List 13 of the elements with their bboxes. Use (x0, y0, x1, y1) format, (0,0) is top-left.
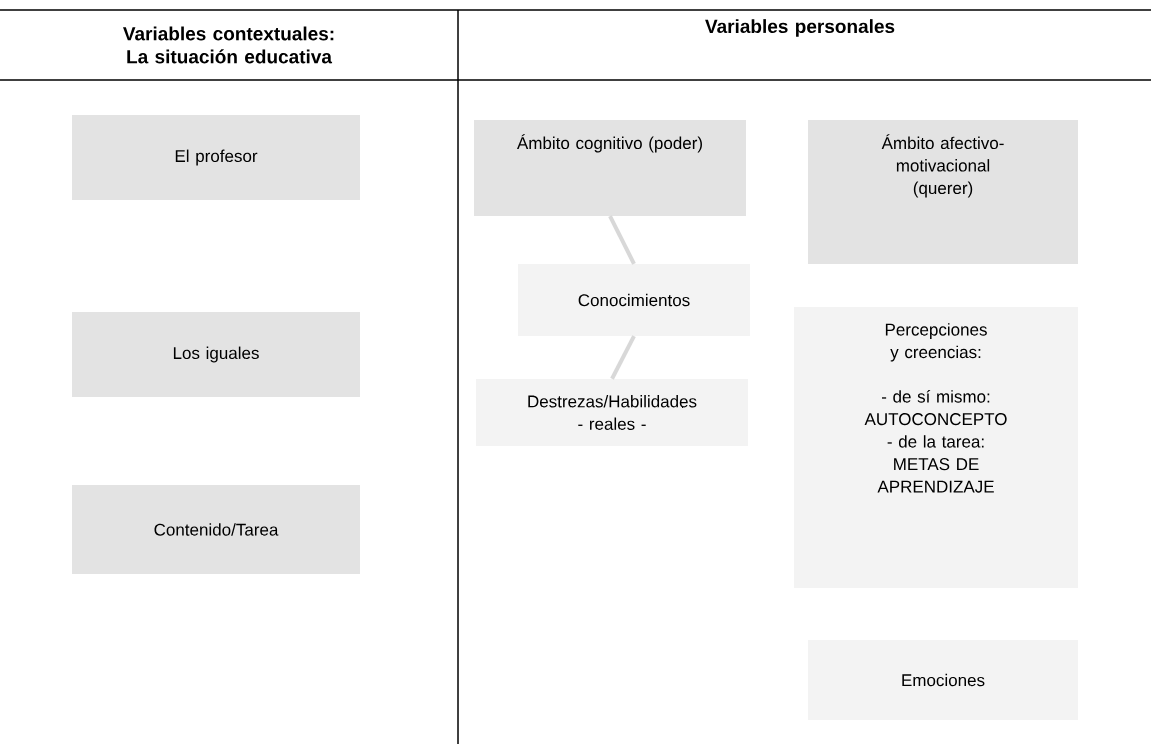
connector (610, 335, 636, 380)
text-box: Ámbito cognitivo (poder) (474, 120, 746, 216)
text-box: Ámbito afectivo-motivacional (querer) (808, 120, 1078, 264)
text-box: Destrezas/Habilidades - reales - (476, 379, 748, 446)
text-box: Emociones (808, 640, 1078, 720)
text-box: Conocimientos (518, 264, 750, 336)
column-heading: Variables personales (705, 19, 895, 37)
text-box: El profesor (72, 115, 360, 200)
connector (608, 215, 636, 265)
text-box: Los iguales (72, 312, 360, 397)
text-box: Contenido/Tarea (72, 485, 360, 574)
column-heading: Variables contextuales: La situación educativa (123, 26, 334, 64)
text-box: Percepciones y creencias: - de sí mismo: AUTOCONCEPTO - de la tarea: METAS DE APRENDIZAJE (794, 307, 1078, 588)
